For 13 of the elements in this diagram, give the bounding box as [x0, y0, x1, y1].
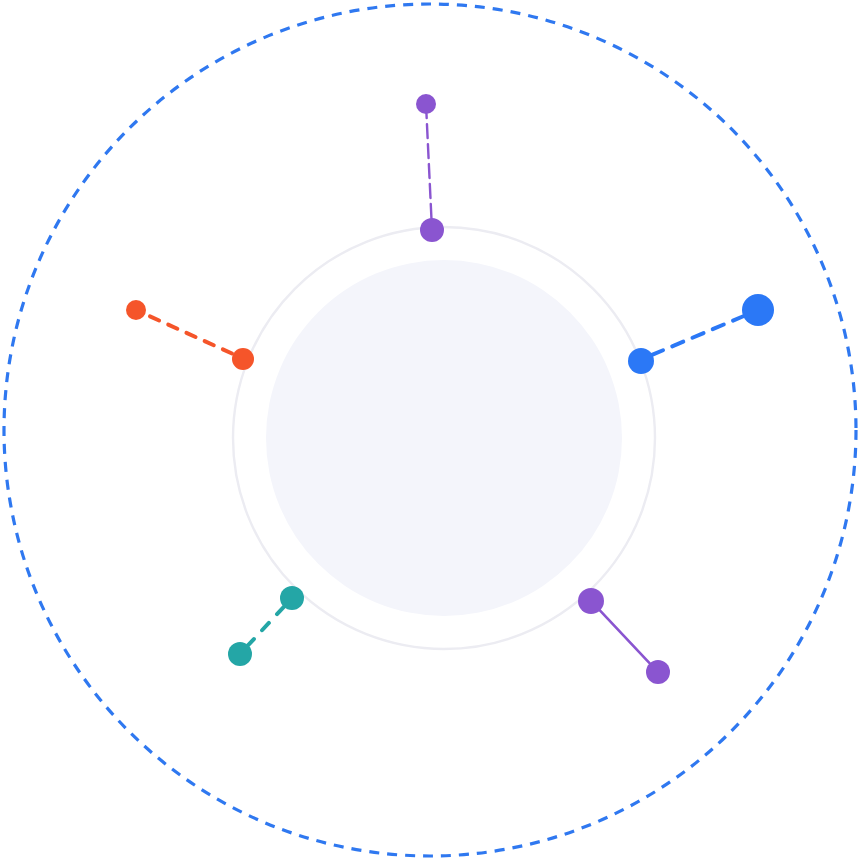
- dot-icon: [646, 660, 670, 684]
- dot-icon: [416, 94, 436, 114]
- connector-line: [597, 608, 652, 665]
- dashed-connector: [246, 604, 286, 648]
- dot-icon: [627, 347, 653, 373]
- dashed-connector: [425, 112, 433, 220]
- dashed-connector: [649, 314, 746, 357]
- dot-icon: [420, 218, 444, 242]
- dot-icon: [742, 294, 774, 326]
- dot-icon: [231, 347, 253, 369]
- dashed-connector: [143, 312, 234, 356]
- dot-icon: [228, 642, 252, 666]
- dot-icon: [126, 300, 146, 320]
